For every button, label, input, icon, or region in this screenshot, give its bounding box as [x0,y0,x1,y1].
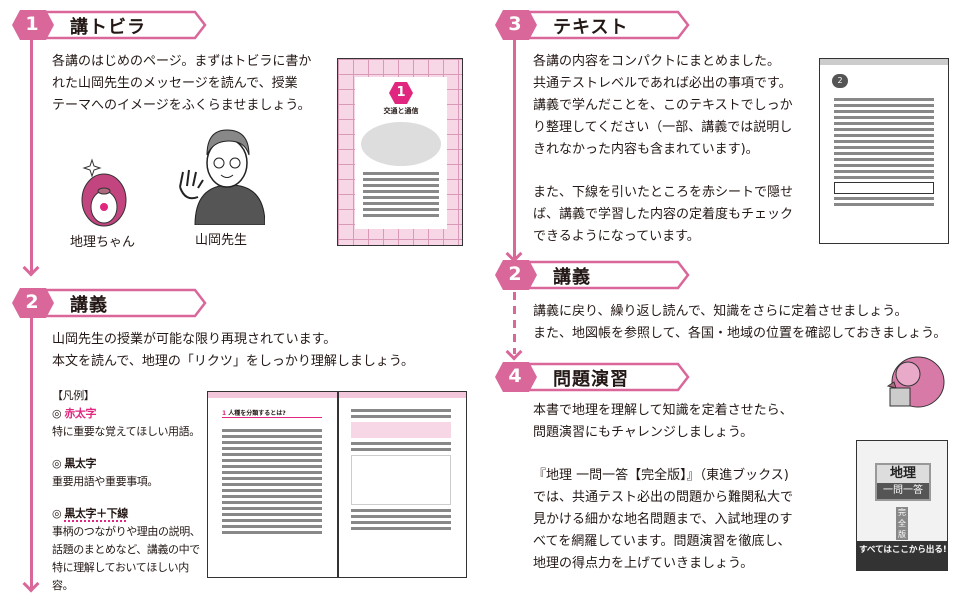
chapter-title: 交通と通信 [383,107,419,115]
section-2b-header: 2 講義 [495,260,690,290]
step-number: 3 [508,13,522,35]
mascot-chiri-chan-icon [81,158,127,227]
yamaoka-sensei-portrait-icon [179,129,265,225]
section-2-header: 2 講義 [12,288,207,318]
caption-chiri-chan: 地理ちゃん [70,235,136,250]
arrow-down-icon [505,343,523,361]
section-title: 問題演習 [553,369,629,390]
header-banner [12,10,207,40]
book-subtitle: 一問一答 [883,485,923,496]
section-1-header: 1 講トビラ [12,10,207,40]
section-3-text: 各講の内容をコンパクトにまとめました。共通テストレベルであれば必出の事項です。講… [533,54,794,244]
section-title: 講義 [70,295,108,316]
arrow-down-icon [22,259,40,277]
section-1-text: 各講のはじめのページ。まずはトビラに書かれた山岡先生のメッセージを読んで、授業テ… [52,54,312,113]
mascot-reading-icon [886,356,945,408]
step-number: 4 [508,365,522,387]
header-banner [495,260,690,290]
chapter-badge: 2 [832,74,848,88]
book-title: 地理 [877,465,929,483]
section-title: 講トビラ [70,17,146,38]
header-banner [12,288,207,318]
step-number: 1 [25,13,39,35]
section-title: テキスト [553,17,629,38]
step-number: 2 [25,291,39,313]
flow-line [30,318,33,588]
flow-line [513,40,516,258]
legend: 【凡例】 ◎ 赤太字 特に重要な覚えてほしい用語。 ◎ 黒太字 重要用語や重要事… [52,389,201,592]
header-banner [495,362,690,392]
caption-yamaoka-sensei: 山岡先生 [195,233,248,248]
section-4-text: 本書で地理を理解して知識を定着させたら、問題演習にもチャレンジしましょう。 『地… [533,403,794,571]
section-4-header: 4 問題演習 [495,362,690,392]
header-banner [495,10,690,40]
book-edition: 完全版 [896,507,908,540]
section-2b-text: 講義に戻り、繰り返し読んで、知識をさらに定着させましょう。また、地図帳を参照して… [533,304,947,341]
text-page-thumbnail: 2 [819,58,949,244]
section-2-text: 山岡先生の授業が可能な限り再現されています。本文を読んで、地理の「リクツ」をしっ… [52,332,415,369]
chapter-opener-thumbnail: 1 交通と通信 [337,58,463,246]
section-title: 講義 [553,267,591,288]
lecture-spread-thumbnail: 1 人種を分類するとは? [207,391,467,578]
flow-line-dashed [513,292,516,354]
step-number: 2 [508,263,522,285]
chapter-badge: 1 [389,82,413,104]
flow-line [30,40,33,272]
arrow-down-icon [22,575,40,593]
section-3-header: 3 テキスト [495,10,690,40]
book-cover-thumbnail: 地理 一問一答 完全版 すべてはここから出る!! [856,440,948,571]
book-banner: すべてはここから出る!! [857,541,947,570]
